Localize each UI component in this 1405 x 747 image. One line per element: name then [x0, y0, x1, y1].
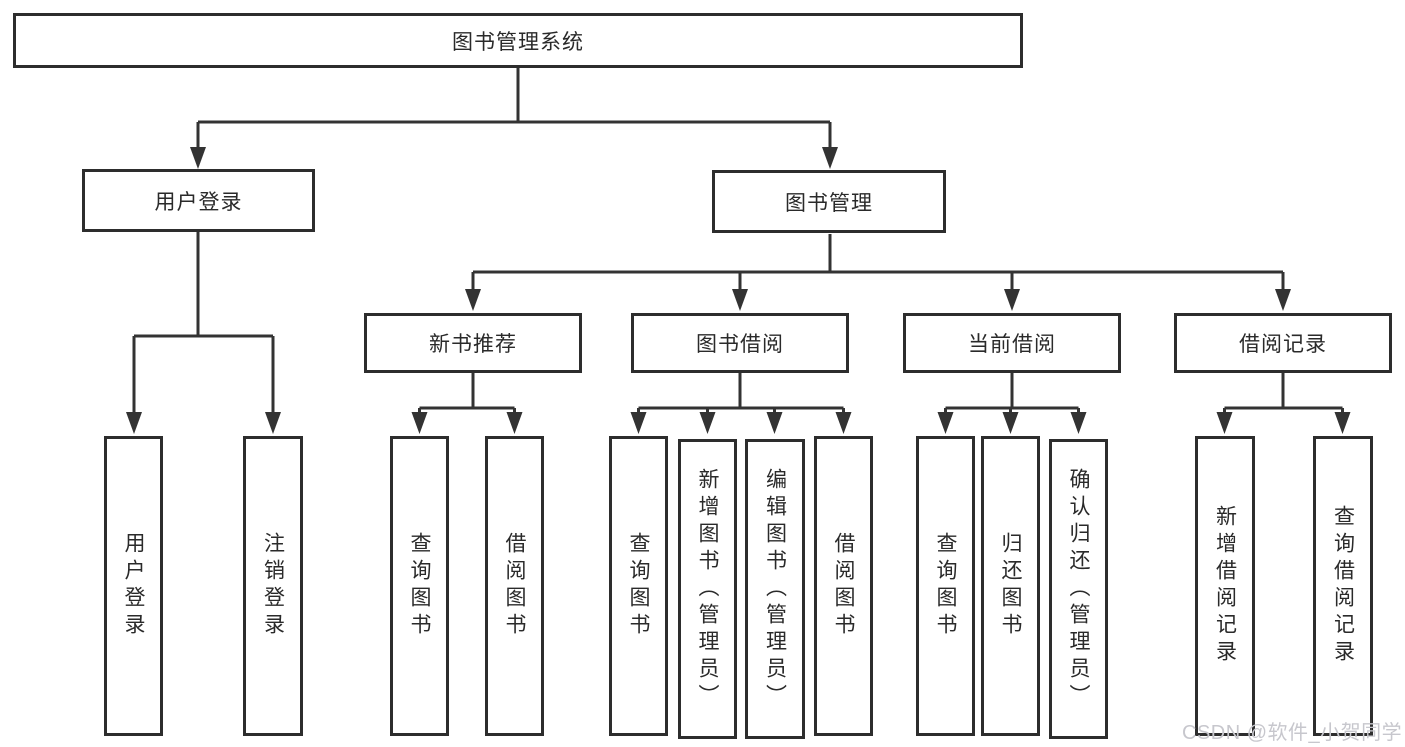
leaf-label: 用户登录 [122, 532, 145, 640]
arrowhead [190, 147, 206, 169]
arrowhead [835, 412, 852, 434]
node-leaf-query-borrow-record: 查询借阅记录 [1313, 436, 1373, 736]
connector-book-management-to-level3 [471, 234, 1285, 289]
leaf-label: 查询图书 [627, 532, 650, 640]
node-book-management: 图书管理 [712, 170, 946, 233]
node-leaf-confirm-return-admin: 确认归还（管理员） [1049, 439, 1108, 739]
arrowhead [1334, 412, 1351, 434]
node-new-book-recommend: 新书推荐 [364, 313, 582, 373]
node-leaf-edit-book-admin: 编辑图书（管理员） [745, 439, 805, 739]
node-borrowing-records: 借阅记录 [1174, 313, 1392, 373]
leaf-label: 借阅图书 [832, 532, 855, 640]
leaf-label: 注销登录 [261, 532, 285, 640]
arrowhead [265, 412, 281, 434]
connector-root-to-level2 [196, 68, 832, 147]
leaf-label: 查询图书 [934, 532, 957, 640]
arrowhead [465, 289, 481, 311]
arrowhead [1004, 289, 1020, 311]
node-leaf-logout: 注销登录 [243, 436, 303, 736]
leaf-label: 查询借阅记录 [1331, 505, 1355, 667]
connector-current-borrowing-to-leaves [944, 373, 1080, 412]
connector-user-login-to-leaves [132, 232, 275, 412]
arrowhead [126, 412, 142, 434]
node-leaf-return-book: 归还图书 [981, 436, 1040, 736]
connector-new-book-recommend-to-leaves [418, 373, 516, 412]
leaf-label: 新增图书（管理员） [696, 467, 719, 711]
arrowhead [1275, 289, 1291, 311]
node-leaf-user-login: 用户登录 [104, 436, 163, 736]
node-leaf-add-book-admin: 新增图书（管理员） [678, 439, 737, 739]
node-leaf-query-book-cb: 查询图书 [916, 436, 975, 736]
node-user-login: 用户登录 [82, 169, 315, 232]
node-current-borrowing: 当前借阅 [903, 313, 1121, 373]
leaf-label: 编辑图书（管理员） [763, 467, 787, 711]
leaf-label: 确认归还（管理员） [1067, 467, 1090, 711]
node-leaf-query-book-nb: 查询图书 [390, 436, 449, 736]
arrowhead [766, 412, 783, 434]
arrowhead [506, 412, 523, 434]
node-leaf-borrow-book-nb: 借阅图书 [485, 436, 544, 736]
node-book-borrowing: 图书借阅 [631, 313, 849, 373]
leaf-label: 归还图书 [999, 532, 1022, 640]
connector-book-borrowing-to-leaves [637, 373, 845, 412]
arrowhead [822, 147, 838, 169]
arrowhead [1216, 412, 1233, 434]
leaf-label: 查询图书 [408, 532, 431, 640]
arrowhead [732, 289, 748, 311]
node-leaf-borrow-book-bb: 借阅图书 [814, 436, 873, 736]
arrowhead [937, 412, 954, 434]
arrowhead [699, 412, 716, 434]
csdn-watermark: CSDN @软件_小贺同学 [1182, 722, 1403, 744]
arrowhead [1002, 412, 1019, 434]
node-leaf-query-book-bb: 查询图书 [609, 436, 668, 736]
arrowhead [1070, 412, 1087, 434]
node-leaf-add-borrow-record: 新增借阅记录 [1195, 436, 1255, 736]
connector-borrowing-records-to-leaves [1223, 373, 1344, 412]
arrowhead [411, 412, 428, 434]
arrowhead [630, 412, 647, 434]
leaf-label: 借阅图书 [503, 532, 526, 640]
node-root: 图书管理系统 [13, 13, 1023, 68]
leaf-label: 新增借阅记录 [1213, 505, 1237, 667]
